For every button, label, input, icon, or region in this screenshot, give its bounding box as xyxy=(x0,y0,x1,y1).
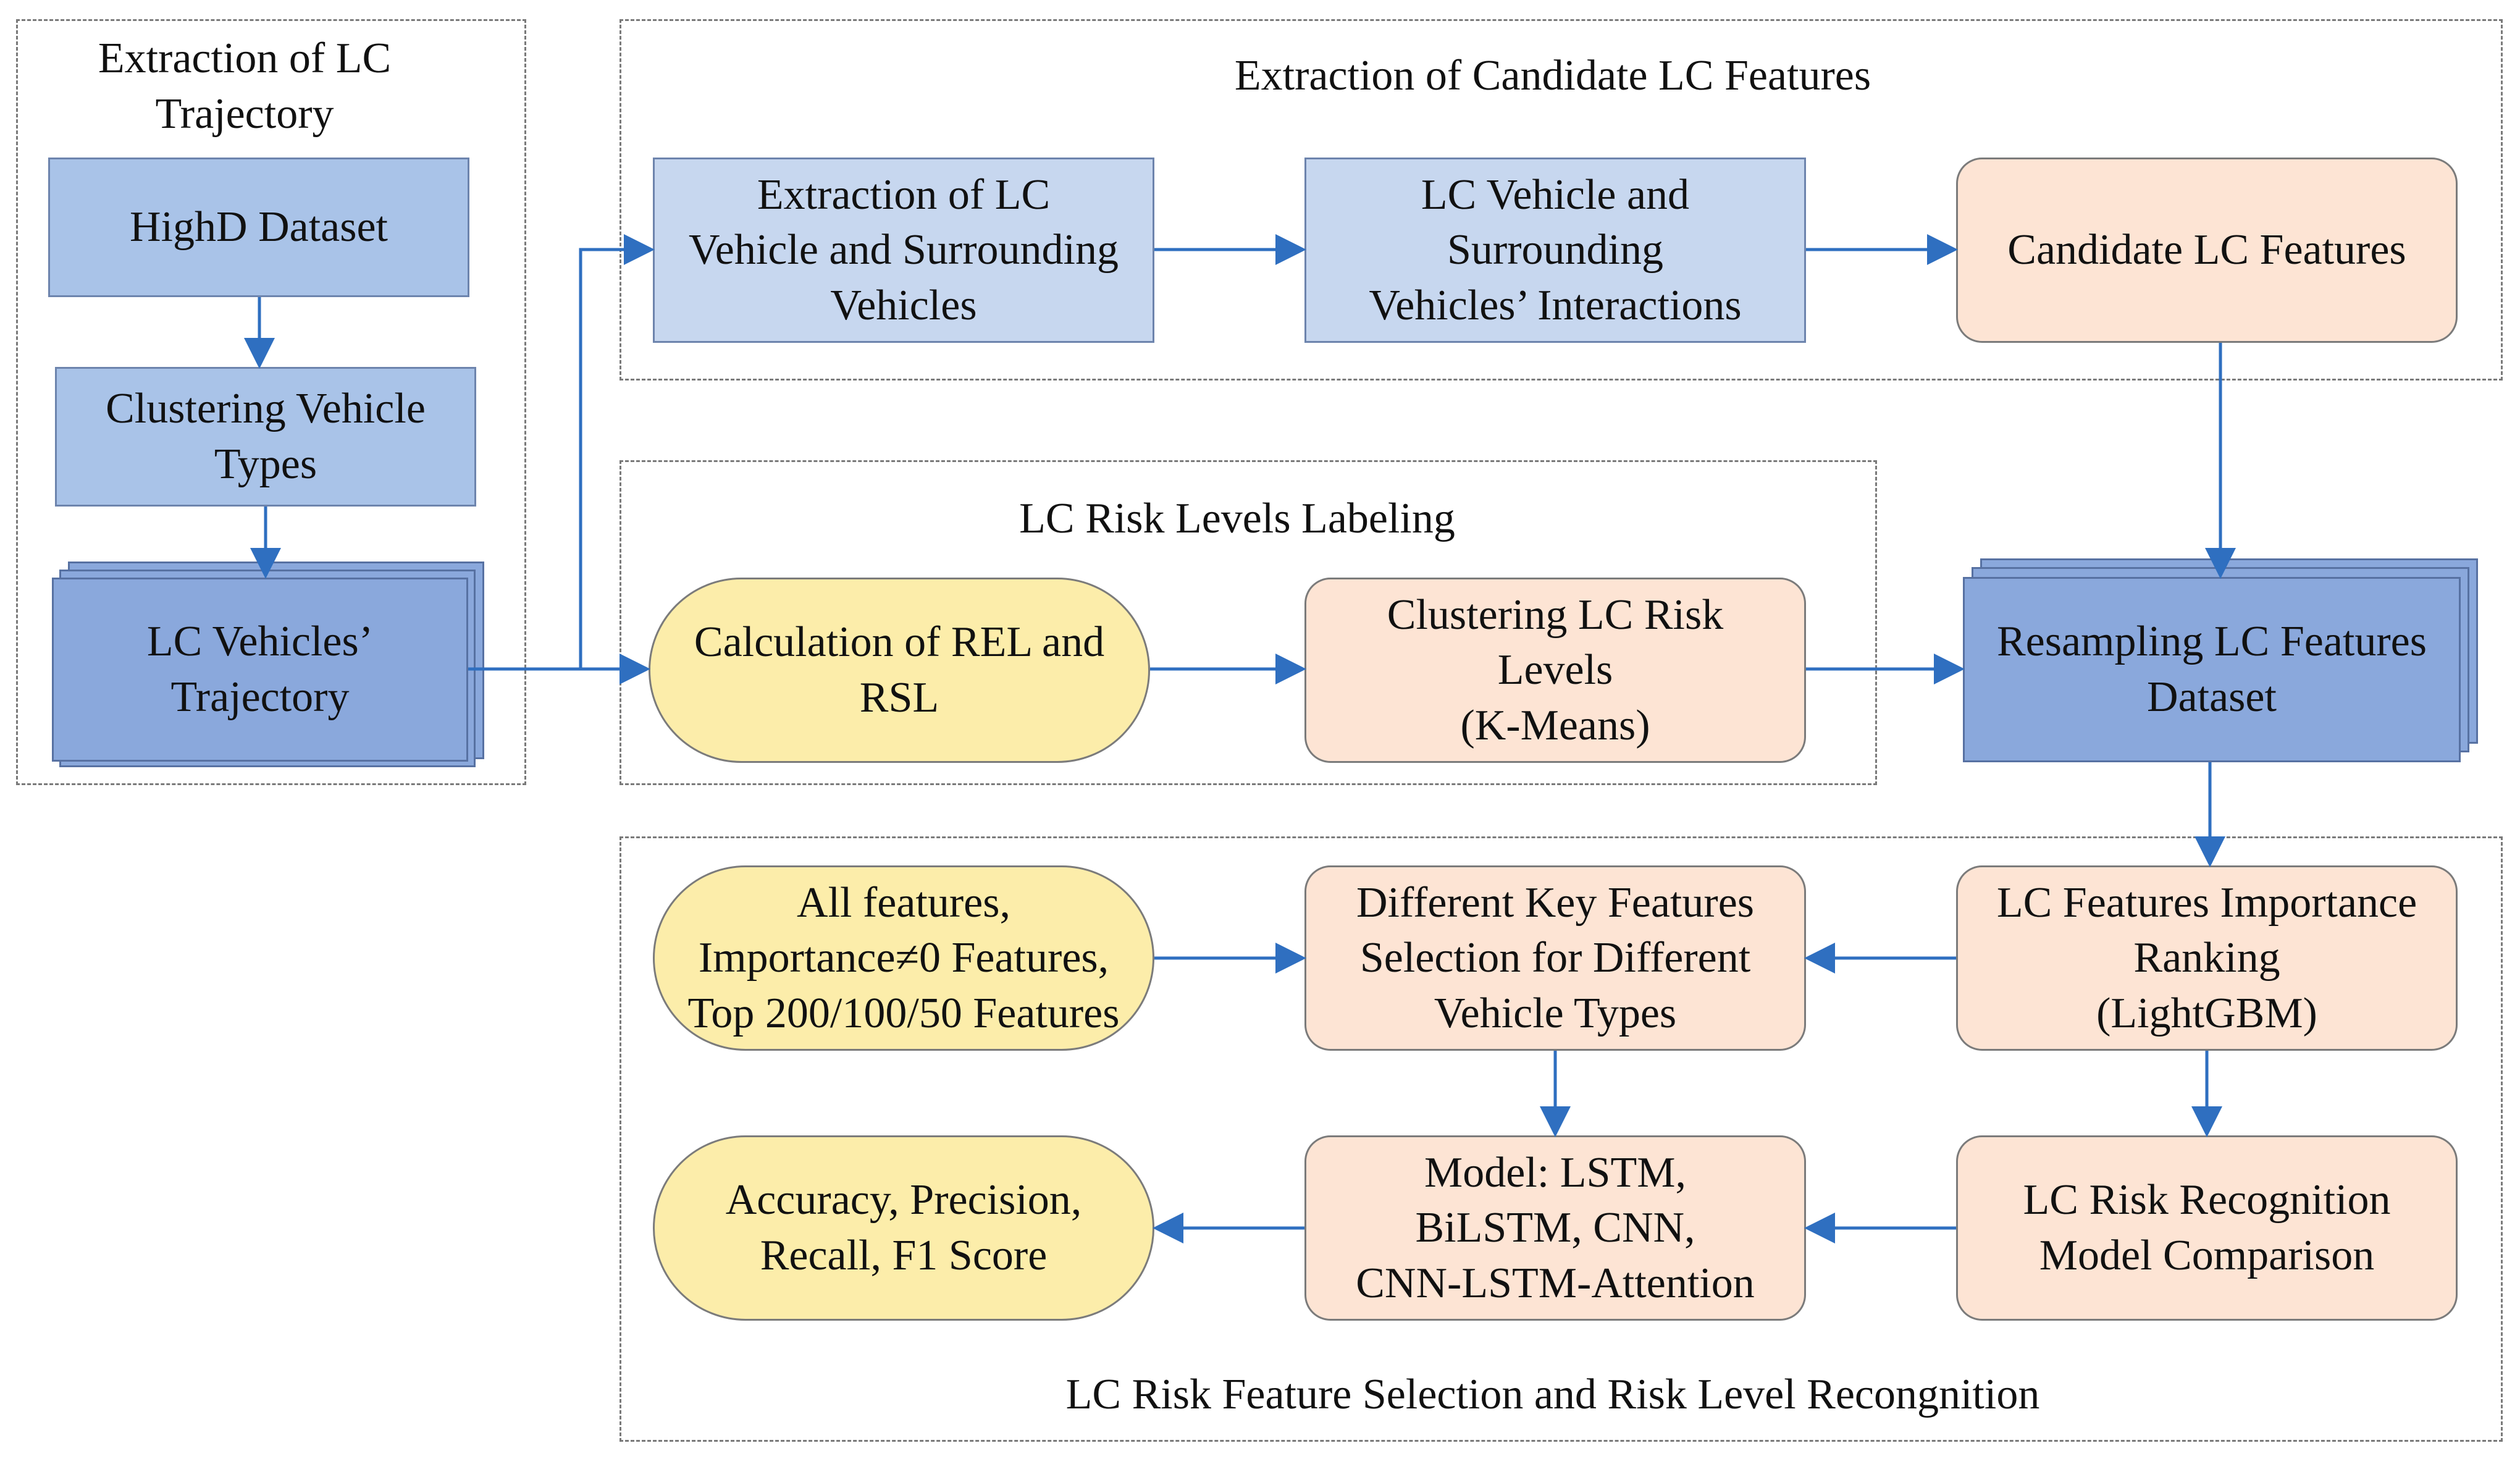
group-title-feature-selection: LC Risk Feature Selection and Risk Level… xyxy=(1065,1371,2040,1418)
node-feature-sets: All features, Importance≠0 Features, Top… xyxy=(653,865,1154,1051)
group-lc-trajectory xyxy=(16,19,526,785)
group-feature-selection xyxy=(620,836,2503,1442)
node-model-comparison: LC Risk Recognition Model Comparison xyxy=(1956,1135,2458,1321)
arrow-trajectory-to-extraction xyxy=(579,234,655,669)
node-highd-dataset: HighD Dataset xyxy=(48,158,469,297)
node-extraction-surrounding-vehicles: Extraction of LC Vehicle and Surrounding… xyxy=(653,158,1154,343)
group-title-candidate-features: Extraction of Candidate LC Features xyxy=(1234,52,1871,99)
node-clustering-lc-risk-levels: Clustering LC Risk Levels (K-Means) xyxy=(1304,578,1806,763)
node-key-features-selection: Different Key Features Selection for Dif… xyxy=(1304,865,1806,1051)
group-candidate-features xyxy=(620,19,2503,381)
node-resampling-lc-features: Resampling LC Features Dataset xyxy=(1963,577,2461,762)
node-calculation-rel-rsl: Calculation of REL and RSL xyxy=(649,578,1150,763)
group-risk-labeling xyxy=(620,460,1877,785)
node-clustering-vehicle-types: Clustering Vehicle Types xyxy=(55,367,476,507)
node-models: Model: LSTM, BiLSTM, CNN, CNN-LSTM-Atten… xyxy=(1304,1135,1806,1321)
node-candidate-lc-features: Candidate LC Features xyxy=(1956,158,2458,343)
node-evaluation-metrics: Accuracy, Precision, Recall, F1 Score xyxy=(653,1135,1154,1321)
group-title-lc-trajectory: Extraction of LC Trajectory xyxy=(98,35,392,138)
node-importance-ranking: LC Features Importance Ranking (LightGBM… xyxy=(1956,865,2458,1051)
node-lc-vehicles-trajectory: LC Vehicles’ Trajectory xyxy=(52,578,468,762)
group-title-risk-labeling: LC Risk Levels Labeling xyxy=(1019,495,1455,542)
